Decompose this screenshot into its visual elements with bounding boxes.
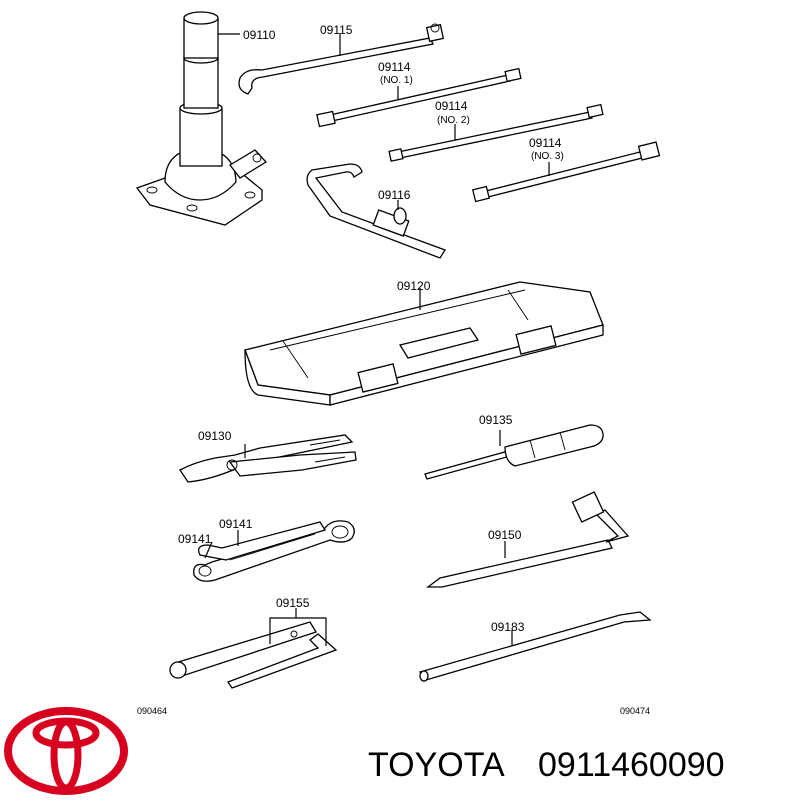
extension-bar-no1-part	[316, 67, 522, 128]
wrench-part	[193, 520, 355, 582]
reference-code-left: 090464	[137, 706, 167, 716]
label-09120: 09120	[397, 279, 431, 293]
label-09116: 09116	[378, 188, 411, 202]
label-09141-lower: 09141	[178, 532, 212, 546]
label-09114-no3: 09114	[529, 136, 562, 150]
toyota-logo-icon	[4, 707, 128, 795]
label-09150: 09150	[488, 528, 522, 542]
label-09141-upper: 09141	[219, 517, 253, 531]
box-wrench-part	[169, 608, 338, 689]
extension-bar-no3-part	[471, 141, 661, 203]
label-09135: 09135	[479, 413, 513, 427]
lug-wrench-part	[426, 491, 630, 588]
label-no2: (NO. 2)	[437, 115, 470, 126]
label-09155: 09155	[276, 596, 310, 610]
label-09114-no2: 09114	[435, 99, 468, 113]
label-09115: 09115	[320, 23, 353, 37]
label-09183: 09183	[491, 620, 525, 634]
label-09110: 09110	[243, 28, 276, 42]
label-09114-no1: 09114	[378, 60, 411, 74]
jack-part	[135, 11, 268, 226]
label-no3: (NO. 3)	[531, 151, 564, 162]
label-09130: 09130	[198, 429, 232, 443]
wheel-brace-part	[306, 163, 446, 259]
jack-handle-part	[238, 23, 445, 95]
tool-case-part	[244, 281, 604, 406]
tire-iron-part	[418, 611, 652, 682]
footer-part-number: 0911460090	[538, 746, 725, 784]
reference-code-right: 090474	[620, 706, 650, 716]
footer-brand: TOYOTA	[368, 746, 505, 784]
label-no1: (NO. 1)	[380, 75, 413, 86]
screwdriver-part	[424, 424, 604, 480]
pliers-part	[179, 434, 357, 483]
extension-bar-no2-part	[388, 103, 604, 162]
